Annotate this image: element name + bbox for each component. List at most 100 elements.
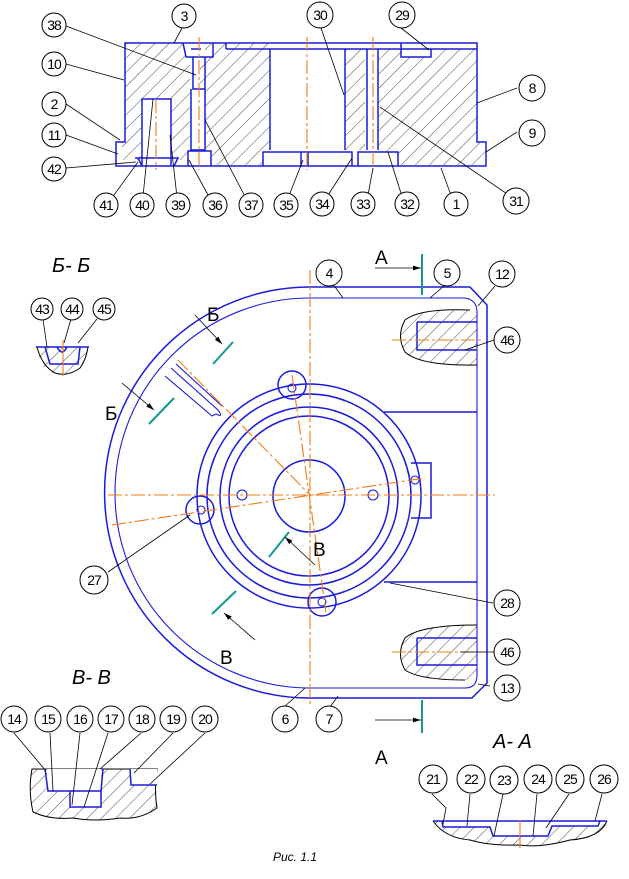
arrow-b-top <box>194 314 223 345</box>
svg-text:36: 36 <box>208 197 223 213</box>
body-left-hatch <box>122 43 190 160</box>
main-leaders <box>65 25 518 207</box>
flange-ring-4 <box>228 415 390 577</box>
section-bb: Б- Б <box>36 255 98 376</box>
callout-11: 11 <box>41 122 67 148</box>
svg-text:43: 43 <box>35 301 50 317</box>
callout-27: 27 <box>79 565 109 595</box>
callout-43: 43 <box>30 297 54 321</box>
svg-text:15: 15 <box>41 711 56 727</box>
callout-45: 45 <box>92 297 116 321</box>
radial-slot <box>164 363 223 417</box>
callout-14: 14 <box>0 705 28 733</box>
callout-37: 37 <box>238 192 264 218</box>
svg-text:21: 21 <box>426 771 441 787</box>
section-aa-title: А- А <box>492 731 532 753</box>
svg-text:31: 31 <box>509 193 524 209</box>
svg-text:27: 27 <box>87 572 102 588</box>
cut-v-inner <box>268 531 290 558</box>
pocket-29 <box>400 43 432 58</box>
lug-top <box>277 370 307 400</box>
body-mid-hatch <box>200 43 270 165</box>
section-aa: А- А <box>431 731 608 848</box>
vv-profile <box>44 768 157 808</box>
body-outline <box>115 42 487 167</box>
svg-text:34: 34 <box>315 196 330 212</box>
callout-42: 42 <box>41 156 67 182</box>
cut-v-outer <box>211 590 237 615</box>
callout-9: 9 <box>518 119 546 147</box>
callout-31: 31 <box>502 187 530 215</box>
hole-bottom <box>317 597 327 607</box>
callout-13: 13 <box>493 674 521 702</box>
callout-15: 15 <box>34 705 62 733</box>
callout-38: 38 <box>41 12 67 38</box>
svg-text:16: 16 <box>73 711 88 727</box>
callout-28: 28 <box>493 589 521 617</box>
callout-22: 22 <box>456 764 486 794</box>
aa-leaders <box>431 793 603 837</box>
svg-text:14: 14 <box>7 711 22 727</box>
callout-20: 20 <box>191 705 219 733</box>
callout-46-top: 46 <box>493 326 521 354</box>
callout-36: 36 <box>202 192 228 218</box>
callout-bubbles: 3 38 10 2 11 42 41 40 39 36 37 35 34 33 … <box>0 1 619 795</box>
callout-25: 25 <box>555 764 585 794</box>
flange-ring-3 <box>219 406 399 586</box>
callout-2: 2 <box>41 91 67 117</box>
callout-26: 26 <box>589 764 619 794</box>
hole-31 <box>366 49 379 150</box>
svg-text:6: 6 <box>282 711 290 727</box>
bb-break-line <box>36 346 89 375</box>
plan-axis-diag <box>111 477 426 526</box>
vv-cavity <box>47 769 157 807</box>
svg-text:12: 12 <box>495 266 510 282</box>
svg-text:8: 8 <box>529 80 537 96</box>
slot-46-bottom-break <box>400 624 478 681</box>
lug-bottom <box>307 587 337 617</box>
svg-text:2: 2 <box>51 96 59 112</box>
svg-text:24: 24 <box>531 771 546 787</box>
slot-46-bottom <box>416 637 477 666</box>
svg-text:46: 46 <box>500 644 515 660</box>
callout-44: 44 <box>60 297 84 321</box>
hole-top <box>287 383 297 393</box>
callout-24: 24 <box>523 764 553 794</box>
svg-text:13: 13 <box>500 680 515 696</box>
cut-label-b-top: Б <box>207 305 219 326</box>
callout-12: 12 <box>488 260 516 288</box>
callout-7: 7 <box>315 705 343 733</box>
arrow-v-inner <box>284 536 316 566</box>
counterbore-36 <box>187 150 212 166</box>
aa-cavity <box>442 821 600 836</box>
cut-label-v-outer: В <box>220 648 233 669</box>
svg-text:45: 45 <box>97 301 112 317</box>
callout-5: 5 <box>433 259 461 287</box>
plan-ribs <box>384 411 477 583</box>
callout-32: 32 <box>394 191 420 217</box>
svg-text:22: 22 <box>464 771 479 787</box>
svg-text:3: 3 <box>181 8 189 24</box>
main-section-view <box>65 25 518 207</box>
svg-text:17: 17 <box>104 711 119 727</box>
hole-left <box>196 505 206 515</box>
svg-text:32: 32 <box>400 196 415 212</box>
callout-46-bottom: 46 <box>493 638 521 666</box>
slot-46-top-break <box>400 309 478 366</box>
callout-1: 1 <box>443 191 469 217</box>
callout-8: 8 <box>518 74 546 102</box>
svg-text:9: 9 <box>529 125 537 141</box>
cut-b-left <box>148 397 175 425</box>
svg-text:37: 37 <box>244 197 259 213</box>
plan-view: А А Б Б В В <box>103 248 496 769</box>
plan-axis-slot <box>177 359 311 496</box>
svg-text:10: 10 <box>47 56 62 72</box>
cut-label-v-inner: В <box>313 540 326 561</box>
svg-text:46: 46 <box>500 332 515 348</box>
svg-text:18: 18 <box>135 711 150 727</box>
cut-label-b-left: Б <box>105 404 117 425</box>
callout-29: 29 <box>388 1 416 29</box>
svg-text:42: 42 <box>47 161 62 177</box>
callout-4: 4 <box>315 259 343 287</box>
